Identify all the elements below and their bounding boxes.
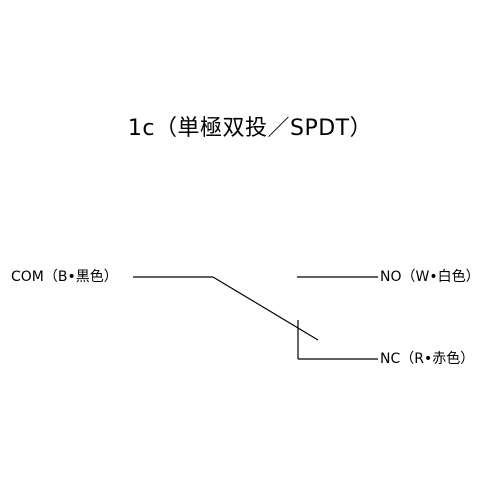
diagram-title: 1c（単極双投／SPDT）: [127, 116, 373, 141]
com-terminal-label: COM（B•黒色）: [11, 269, 118, 285]
nc-terminal-label: NC（R•赤色）: [380, 351, 475, 367]
no-terminal-label: NO（W•白色）: [380, 269, 480, 285]
switch-blade: [212, 276, 319, 341]
